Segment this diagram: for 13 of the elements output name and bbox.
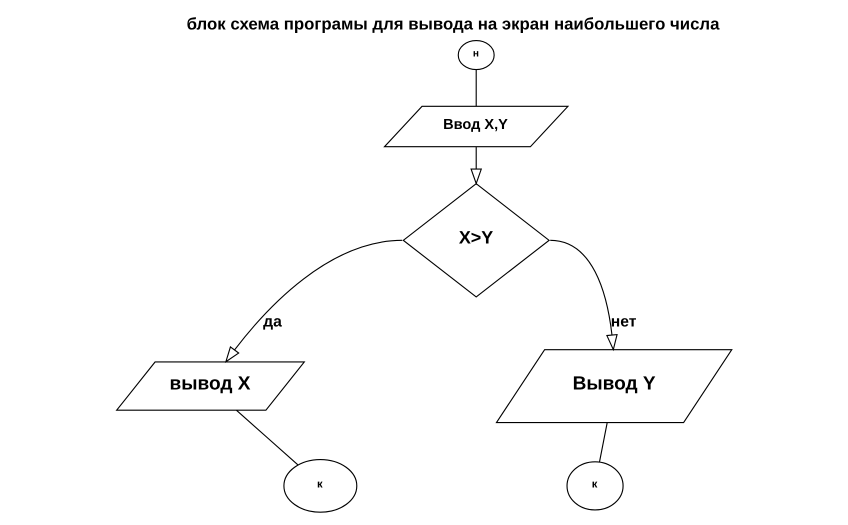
node-diamond: X>Y bbox=[402, 183, 550, 298]
node-ellipse: к bbox=[283, 458, 358, 513]
connector bbox=[236, 410, 298, 466]
arrow bbox=[224, 240, 402, 364]
connector bbox=[476, 70, 477, 106]
arrow bbox=[550, 240, 618, 352]
node-ellipse: н bbox=[458, 40, 495, 70]
edge-label: нет bbox=[610, 313, 636, 330]
arrow bbox=[470, 147, 482, 186]
diagram-title: блок схема програмы для вывода на экран наибольшего числа bbox=[186, 14, 720, 34]
edge-label: да bbox=[263, 313, 282, 330]
connector bbox=[598, 422, 608, 462]
node-ellipse: к bbox=[566, 461, 624, 511]
